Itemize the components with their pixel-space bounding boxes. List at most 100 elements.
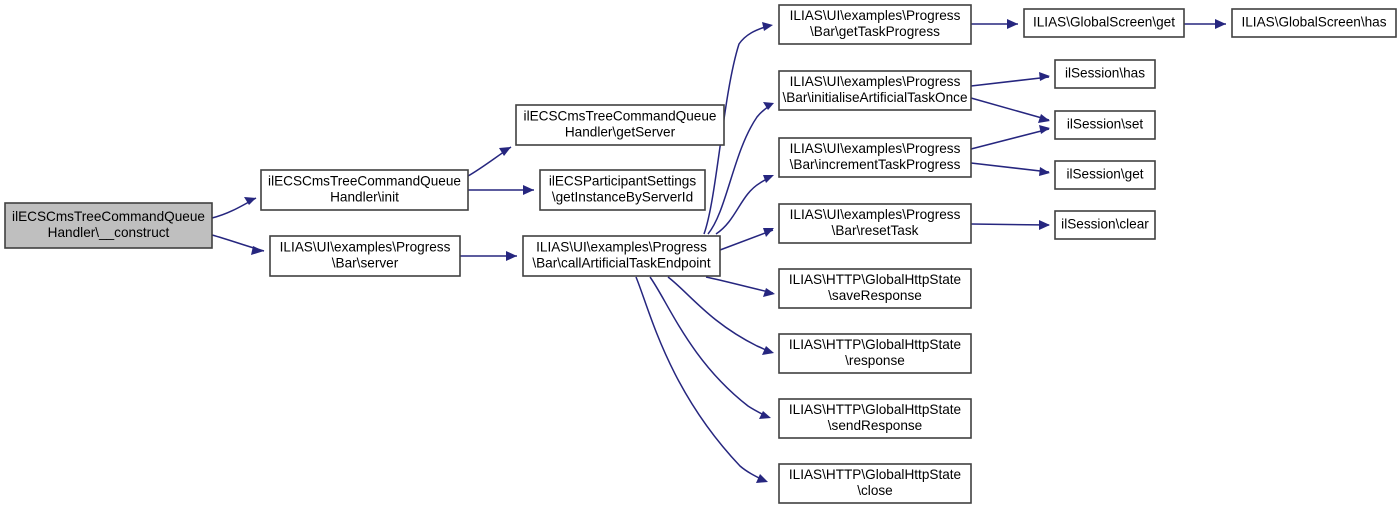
edge-line [649, 276, 767, 417]
node-box[interactable] [778, 70, 972, 111]
node-label-line: ILIAS\HTTP\GlobalHttpState [789, 467, 961, 482]
node-label-line: ILIAS\HTTP\GlobalHttpState [789, 272, 961, 287]
node-box[interactable] [778, 203, 972, 244]
node-box[interactable] [1054, 59, 1156, 89]
node-label-line: ILIAS\UI\examples\Progress [536, 240, 707, 255]
node-box[interactable] [260, 169, 469, 211]
node-label-line: ILIAS\UI\examples\Progress [790, 141, 961, 156]
arrow-head-icon [1007, 19, 1018, 29]
node-box[interactable] [778, 4, 972, 45]
node-box[interactable] [1054, 210, 1156, 240]
edge-line [707, 104, 772, 235]
node-label-line: ILIAS\HTTP\GlobalHttpState [789, 402, 961, 417]
node-label-line: \response [845, 353, 905, 368]
edge-line [705, 276, 774, 294]
graph-node-globalScreenHas[interactable]: ILIAS\GlobalScreen\has [1231, 8, 1397, 38]
call-edge [715, 175, 774, 235]
edge-line [719, 229, 774, 251]
edge-line [970, 97, 1050, 121]
graph-node-ilSessionSet[interactable]: ilSession\set [1054, 110, 1156, 140]
arrow-head-icon [506, 251, 517, 261]
node-label-line: Handler\__construct [48, 225, 170, 240]
node-box[interactable] [4, 202, 213, 249]
call-edge [705, 276, 775, 297]
edge-line [970, 162, 1050, 173]
call-edge [970, 162, 1050, 176]
node-box[interactable] [522, 235, 721, 277]
node-label-line: \Bar\callArtificialTaskEndpoint [532, 256, 711, 271]
node-box[interactable] [778, 268, 972, 309]
node-label-line: Handler\getServer [565, 125, 676, 140]
node-label-line: \Bar\initialiseArtificialTaskOnce [782, 90, 967, 105]
graph-node-server[interactable]: ILIAS\UI\examples\Progress\Bar\server [269, 235, 461, 277]
graph-node-close[interactable]: ILIAS\HTTP\GlobalHttpState\close [778, 463, 972, 504]
call-edge [467, 146, 512, 177]
node-box[interactable] [1231, 8, 1397, 38]
graph-node-saveResponse[interactable]: ILIAS\HTTP\GlobalHttpState\saveResponse [778, 268, 972, 309]
edge-line [970, 128, 1050, 150]
node-label-line: ILIAS\UI\examples\Progress [790, 8, 961, 23]
node-label-line: ilECSParticipantSettings [549, 174, 697, 189]
arrow-head-icon [759, 411, 771, 419]
node-box[interactable] [1054, 110, 1156, 140]
node-box[interactable] [778, 137, 972, 178]
graph-node-response[interactable]: ILIAS\HTTP\GlobalHttpState\response [778, 333, 972, 374]
node-label-line: ILIAS\UI\examples\Progress [790, 74, 961, 89]
graph-node-getInstanceByServerId[interactable]: ilECSParticipantSettings\getInstanceBySe… [539, 169, 706, 211]
graph-node-callArtificialTaskEndpoint[interactable]: ILIAS\UI\examples\Progress\Bar\callArtif… [522, 235, 721, 277]
graph-node-getServer[interactable]: ilECSCmsTreeCommandQueueHandler\getServe… [515, 104, 725, 146]
arrow-head-icon [763, 175, 774, 183]
arrow-head-icon [1039, 72, 1050, 81]
graph-node-ilSessionGet[interactable]: ilSession\get [1054, 160, 1156, 190]
node-label-line: ilSession\has [1065, 66, 1145, 81]
node-label-line: ilSession\clear [1061, 217, 1149, 232]
arrow-head-icon [1039, 125, 1050, 134]
call-edge [970, 97, 1050, 123]
node-label-line: \getInstanceByServerId [552, 190, 693, 205]
node-label-line: \Bar\resetTask [832, 223, 919, 238]
arrow-head-icon [244, 197, 256, 205]
arrow-head-icon [499, 147, 511, 156]
arrow-head-icon [251, 246, 264, 255]
node-box[interactable] [1023, 8, 1185, 38]
arrow-head-icon [763, 288, 775, 297]
call-edge [649, 276, 771, 419]
graph-node-initialiseArtificialTaskOnce[interactable]: ILIAS\UI\examples\Progress\Bar\initialis… [778, 70, 972, 111]
arrow-head-icon [1215, 19, 1226, 29]
node-box[interactable] [515, 104, 725, 146]
graph-node-sendResponse[interactable]: ILIAS\HTTP\GlobalHttpState\sendResponse [778, 398, 972, 439]
arrow-head-icon [762, 346, 774, 355]
node-box[interactable] [778, 463, 972, 504]
node-label-line: \saveResponse [828, 288, 922, 303]
arrow-head-icon [756, 474, 768, 483]
node-label-line: \sendResponse [828, 418, 922, 433]
node-box[interactable] [539, 169, 706, 211]
edge-line [635, 276, 764, 481]
graph-node-resetTask[interactable]: ILIAS\UI\examples\Progress\Bar\resetTask [778, 203, 972, 244]
arrow-head-icon [1038, 114, 1050, 123]
node-label-line: ilSession\set [1067, 117, 1144, 132]
graph-node-construct[interactable]: ilECSCmsTreeCommandQueueHandler\__constr… [4, 202, 213, 249]
call-edge [460, 251, 517, 261]
graph-node-incrementTaskProgress[interactable]: ILIAS\UI\examples\Progress\Bar\increment… [778, 137, 972, 178]
call-edge [719, 228, 774, 251]
node-label-line: ILIAS\UI\examples\Progress [790, 207, 961, 222]
graph-node-globalScreenGet[interactable]: ILIAS\GlobalScreen\get [1023, 8, 1185, 38]
node-label-line: ilECSCmsTreeCommandQueue [524, 109, 717, 124]
call-edge [703, 22, 773, 235]
graph-node-ilSessionClear[interactable]: ilSession\clear [1054, 210, 1156, 240]
node-box[interactable] [1054, 160, 1156, 190]
call-edge [667, 276, 774, 355]
node-box[interactable] [778, 333, 972, 374]
graph-node-getTaskProgress[interactable]: ILIAS\UI\examples\Progress\Bar\getTaskPr… [778, 4, 972, 45]
arrow-head-icon [763, 228, 774, 237]
graph-node-ilSessionHas[interactable]: ilSession\has [1054, 59, 1156, 89]
node-label-line: \Bar\getTaskProgress [810, 24, 940, 39]
node-box[interactable] [778, 398, 972, 439]
arrow-head-icon [762, 22, 773, 31]
call-edge [970, 125, 1050, 150]
node-box[interactable] [269, 235, 461, 277]
node-label-line: ilSession\get [1066, 167, 1143, 182]
